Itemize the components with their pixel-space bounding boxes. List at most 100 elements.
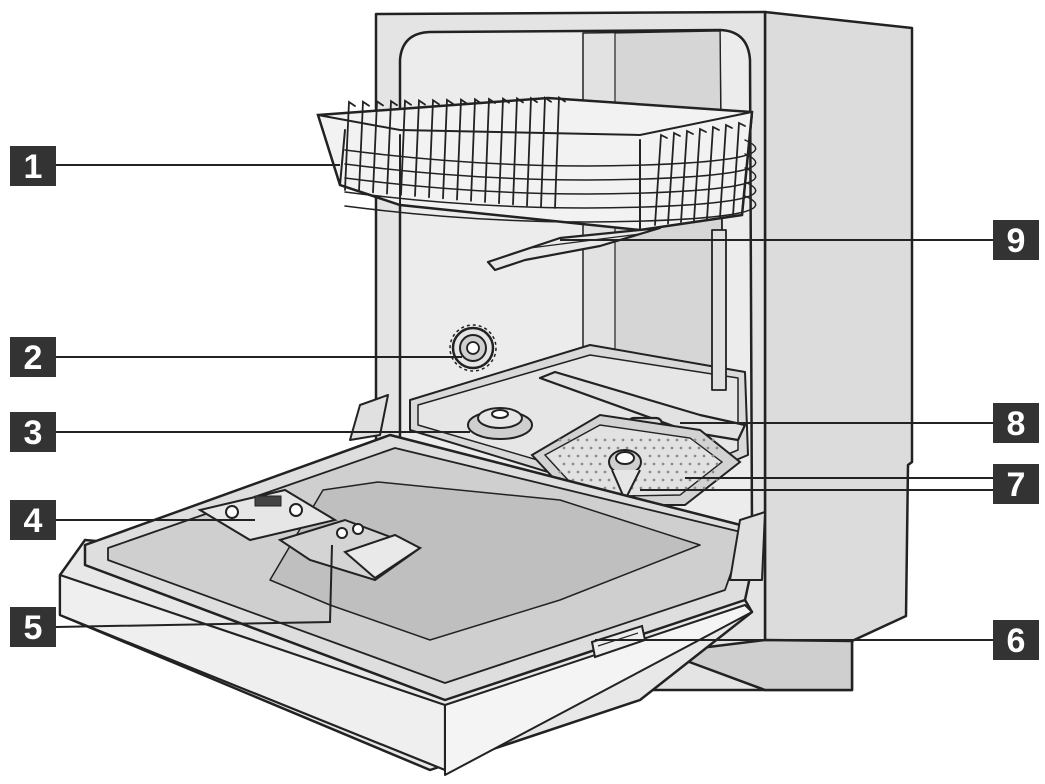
filter-mesh-dot — [567, 454, 571, 458]
filter-mesh-dot — [661, 478, 665, 482]
filter-mesh-dot — [666, 454, 670, 458]
filter-mesh-dot — [657, 470, 661, 474]
rack-tine — [428, 98, 440, 199]
filter-mesh-dot — [684, 486, 688, 490]
filter-mesh-dot — [702, 438, 706, 442]
filter-mesh-dot — [648, 454, 652, 458]
rack-tine — [344, 100, 356, 191]
rack-tine — [470, 97, 482, 202]
filter-mesh-dot — [598, 446, 602, 450]
filter-mesh-dot — [657, 486, 661, 490]
filter-mesh-dot — [585, 438, 589, 442]
leader-line-5 — [55, 544, 333, 628]
salt-reservoir-cap — [467, 407, 533, 440]
svg-text:1: 1 — [24, 148, 43, 186]
svg-text:4: 4 — [24, 502, 43, 540]
filter-mesh-dot — [648, 438, 652, 442]
filter-mesh-dot — [603, 454, 607, 458]
filter-mesh-dot — [580, 462, 584, 466]
filter-mesh-dot — [585, 454, 589, 458]
filter-mesh-dot — [666, 470, 670, 474]
filter-mesh-dot — [666, 438, 670, 442]
rack-tine — [358, 100, 370, 193]
filter-mesh-dot — [652, 462, 656, 466]
rack-tine — [442, 98, 454, 200]
rack-wire — [344, 167, 757, 195]
rack-tine — [386, 99, 398, 195]
filter-mesh-dot — [697, 462, 701, 466]
filter-mesh-dot — [571, 446, 575, 450]
filter-mesh-dot — [688, 462, 692, 466]
filter-mesh-dot — [657, 438, 661, 442]
filter-mesh-dot — [612, 438, 616, 442]
rack-tine — [706, 125, 720, 220]
callout-badge-8: 8 — [993, 403, 1039, 443]
filter-mesh-dot — [715, 446, 719, 450]
filter-mesh-dot — [711, 486, 715, 490]
filter-mesh-dot — [670, 478, 674, 482]
filter-mesh-dot — [715, 478, 719, 482]
rack-tine — [654, 133, 668, 226]
filter-mesh-dot — [693, 486, 697, 490]
callout-badge-5: 5 — [10, 607, 56, 647]
filter-mesh-dot — [693, 438, 697, 442]
filter-mesh-dot — [607, 446, 611, 450]
filter-mesh-dot — [576, 454, 580, 458]
rack-tine — [400, 99, 412, 196]
svg-text:9: 9 — [1007, 222, 1026, 260]
rack-wire — [344, 153, 757, 181]
filter-mesh-dot — [675, 470, 679, 474]
filter-mesh-dot — [643, 478, 647, 482]
filter-mesh-dot — [657, 454, 661, 458]
filter-mesh-dot — [639, 486, 643, 490]
rack-tine — [484, 97, 496, 203]
filter-mesh-dot — [616, 446, 620, 450]
rack-tine — [456, 97, 468, 201]
filter-mesh-dot — [711, 438, 715, 442]
detergent-dispenser — [197, 488, 338, 542]
filter-mesh-dot — [661, 462, 665, 466]
rack-tine — [540, 96, 552, 208]
callout-badge-2: 2 — [10, 337, 56, 377]
svg-text:8: 8 — [1007, 405, 1026, 443]
filter-mesh-dot — [648, 470, 652, 474]
filter-mesh-dot — [684, 438, 688, 442]
filter-mesh-dot — [607, 478, 611, 482]
filter-mesh-dot — [702, 486, 706, 490]
filter-mesh-dot — [666, 486, 670, 490]
filter-mesh-dot — [571, 462, 575, 466]
callout-badge-4: 4 — [10, 500, 56, 540]
filter-mesh-dot — [648, 486, 652, 490]
rack-tine — [667, 131, 681, 225]
filter-mesh-dot — [594, 454, 598, 458]
filter-mesh-dot — [679, 462, 683, 466]
filter-mesh-dot — [693, 470, 697, 474]
filter-mesh-dot — [706, 478, 710, 482]
svg-text:3: 3 — [24, 414, 43, 452]
filter-mesh-dot — [580, 446, 584, 450]
filter-mesh-dot — [594, 470, 598, 474]
filter-mesh-dot — [684, 470, 688, 474]
rack-wire — [344, 181, 757, 209]
filter-mesh-dot — [598, 478, 602, 482]
filter-mesh-dot — [711, 454, 715, 458]
callout-badge-9: 9 — [993, 220, 1039, 260]
filter-mesh-dot — [612, 486, 616, 490]
filter-mesh-dot — [630, 438, 634, 442]
filter-mesh-dot — [675, 486, 679, 490]
callout-badge-1: 1 — [10, 146, 56, 186]
svg-text:2: 2 — [24, 339, 43, 377]
filter-mesh-dot — [580, 478, 584, 482]
rack-tine — [719, 123, 733, 219]
filter-mesh-dot — [679, 446, 683, 450]
filter-mesh-dot — [670, 446, 674, 450]
rack-tine — [372, 99, 384, 194]
filter-mesh-dot — [562, 446, 566, 450]
filter-mesh-dot — [603, 438, 607, 442]
rack-tine — [414, 98, 426, 197]
filter-mesh-dot — [567, 470, 571, 474]
filter-mesh-dot — [558, 454, 562, 458]
filter-mesh-dot — [715, 462, 719, 466]
filter-mesh-dot — [684, 454, 688, 458]
filter-mesh-dot — [562, 462, 566, 466]
